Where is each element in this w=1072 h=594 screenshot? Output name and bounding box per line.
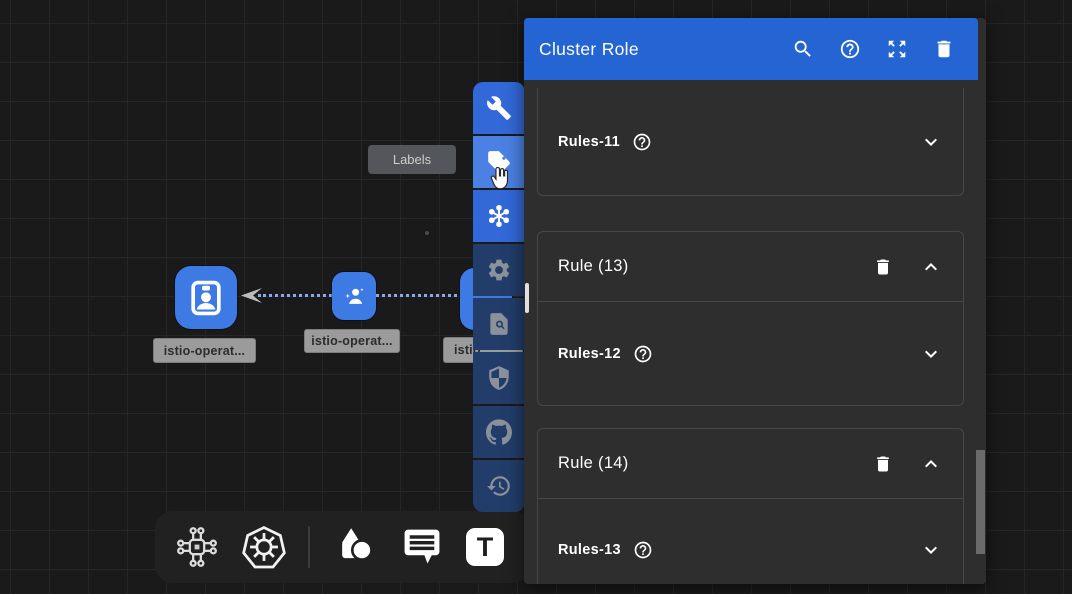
rules-label: Rules-13 bbox=[558, 541, 621, 558]
toolbar-divider bbox=[308, 526, 310, 568]
panel-body[interactable]: Rules-11 Rule (13) bbox=[524, 80, 986, 584]
shapes-icon[interactable] bbox=[332, 524, 378, 570]
history-icon bbox=[486, 473, 512, 499]
node-label-chip: istio-operat... bbox=[153, 338, 256, 363]
help-icon[interactable] bbox=[633, 540, 653, 560]
node-label-text: istio-operat... bbox=[311, 334, 393, 348]
rules-row[interactable]: Rules-13 bbox=[538, 499, 963, 584]
file-search-icon bbox=[486, 311, 512, 337]
id-badge-icon bbox=[184, 276, 228, 320]
rule-card: Rules-11 bbox=[537, 88, 964, 196]
rules-row[interactable]: Rules-12 bbox=[538, 302, 963, 406]
shield-icon bbox=[486, 365, 512, 391]
node-cluster-role[interactable] bbox=[175, 266, 237, 329]
comment-icon[interactable] bbox=[400, 525, 444, 569]
side-toolbar bbox=[473, 82, 525, 512]
help-icon[interactable] bbox=[632, 132, 652, 152]
github-icon bbox=[486, 419, 512, 445]
rule-title: Rule (13) bbox=[558, 257, 629, 275]
labels-tooltip: Labels bbox=[368, 145, 456, 174]
help-icon[interactable] bbox=[633, 344, 653, 364]
label-tag-icon bbox=[486, 149, 512, 175]
panel-right-scrollbar-thumb[interactable] bbox=[976, 450, 985, 554]
node-label-chip: istio-operat... bbox=[304, 329, 400, 353]
rule-header-row[interactable]: Rule (14) bbox=[538, 429, 963, 499]
github-tool-button[interactable] bbox=[473, 406, 525, 458]
rule-header-row[interactable]: Rule (13) bbox=[538, 232, 963, 302]
search-icon[interactable] bbox=[791, 37, 815, 61]
node-service-account[interactable] bbox=[332, 272, 376, 320]
settings-gear-icon bbox=[486, 257, 512, 283]
history-tool-button[interactable] bbox=[473, 460, 525, 512]
cluster-role-panel: Cluster Role Rules-11 bbox=[524, 18, 986, 584]
hub-icon bbox=[486, 203, 512, 229]
rule-card: Rule (14) Rules-13 bbox=[537, 428, 964, 584]
chevron-up-icon[interactable] bbox=[919, 255, 943, 279]
settings-tool-button[interactable] bbox=[473, 244, 525, 296]
delete-rule-icon[interactable] bbox=[873, 257, 893, 277]
panel-header: Cluster Role bbox=[524, 18, 978, 80]
text-tool-glyph: T bbox=[476, 531, 494, 562]
file-search-tool-button[interactable] bbox=[473, 298, 525, 350]
chevron-down-icon[interactable] bbox=[919, 538, 943, 562]
canvas-dot bbox=[425, 231, 429, 235]
chevron-down-icon[interactable] bbox=[919, 342, 943, 366]
edge-dotted-left bbox=[258, 294, 332, 297]
hub-tool-button[interactable] bbox=[473, 190, 525, 242]
node-label-text: istio-operat... bbox=[163, 343, 246, 358]
shield-tool-button[interactable] bbox=[473, 352, 525, 404]
rules-label: Rules-12 bbox=[558, 346, 621, 362]
panel-left-scrollbar-thumb[interactable] bbox=[525, 283, 529, 313]
labels-tooltip-text: Labels bbox=[392, 152, 432, 167]
edge-dotted-right bbox=[376, 294, 463, 297]
panel-title: Cluster Role bbox=[539, 38, 639, 59]
chevron-up-icon[interactable] bbox=[919, 452, 943, 476]
edge-arrowhead-icon bbox=[238, 286, 262, 310]
expand-icon[interactable] bbox=[885, 37, 909, 61]
rules-label: Rules-11 bbox=[558, 134, 621, 150]
text-tool[interactable]: T bbox=[466, 528, 504, 566]
wrench-icon bbox=[486, 95, 512, 121]
help-icon[interactable] bbox=[838, 37, 862, 61]
service-account-icon bbox=[341, 283, 368, 310]
rules-row[interactable]: Rules-11 bbox=[538, 88, 963, 196]
kubernetes-icon[interactable] bbox=[242, 525, 286, 569]
rule-title: Rule (14) bbox=[558, 454, 629, 472]
delete-icon[interactable] bbox=[932, 37, 956, 61]
circuit-icon[interactable] bbox=[174, 524, 220, 570]
wrench-tool-button[interactable] bbox=[473, 82, 525, 134]
rule-card: Rule (13) Rules-12 bbox=[537, 231, 964, 406]
labels-tool-button[interactable] bbox=[473, 136, 525, 188]
bottom-toolbar: T bbox=[155, 511, 530, 583]
delete-rule-icon[interactable] bbox=[873, 454, 893, 474]
chevron-down-icon[interactable] bbox=[919, 130, 943, 154]
panel-header-actions bbox=[791, 37, 956, 61]
